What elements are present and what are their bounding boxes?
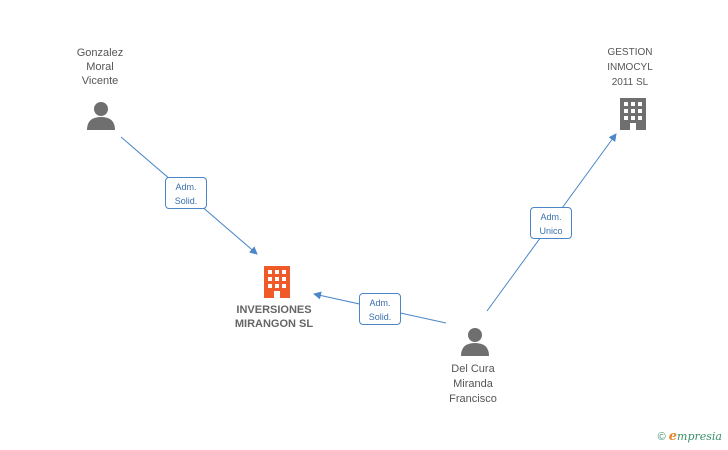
node-label-delcura[interactable]: Del Cura Miranda Francisco <box>433 362 513 407</box>
label-line: Moral <box>86 61 114 73</box>
footer-brand: © empresia <box>658 429 722 444</box>
label-line: Francisco <box>449 393 497 405</box>
label-line: Vicente <box>81 75 119 87</box>
copyright-symbol: © <box>657 431 666 443</box>
label-line: 2011 SL <box>611 77 649 88</box>
edge-label-delcura-inversiones[interactable]: Adm. Solid. <box>359 293 401 325</box>
building-icon[interactable] <box>261 264 293 303</box>
edge-label-line: Unico <box>539 226 563 236</box>
edge-label-line: Adm. <box>540 212 562 222</box>
node-label-gonzalez[interactable]: Gonzalez Moral Vicente <box>60 46 140 88</box>
brand-logo-initial: e <box>668 429 678 444</box>
label-line: MIRANGON SL <box>234 318 314 330</box>
label-line: GESTION <box>607 47 653 58</box>
label-line: Del Cura <box>451 363 495 375</box>
label-line: Gonzalez <box>76 47 124 59</box>
person-icon[interactable] <box>86 100 116 135</box>
label-line: INVERSIONES <box>236 304 312 316</box>
person-icon[interactable] <box>460 326 490 361</box>
edge-label-line: Solid. <box>174 196 198 206</box>
edge-label-line: Adm. <box>369 298 391 308</box>
label-line: Miranda <box>453 378 493 390</box>
edge-label-line: Solid. <box>368 312 392 322</box>
edge-label-delcura-gestion[interactable]: Adm. Unico <box>530 207 572 239</box>
brand-name: mpresia <box>677 430 722 443</box>
node-label-gestion[interactable]: GESTION INMOCYL 2011 SL <box>590 45 670 90</box>
building-icon[interactable] <box>617 96 649 135</box>
label-line: INMOCYL <box>607 62 653 73</box>
edge-label-gonzalez-inversiones[interactable]: Adm. Solid. <box>165 177 207 209</box>
edge-label-line: Adm. <box>175 182 197 192</box>
node-label-inversiones[interactable]: INVERSIONES MIRANGON SL <box>214 303 334 331</box>
